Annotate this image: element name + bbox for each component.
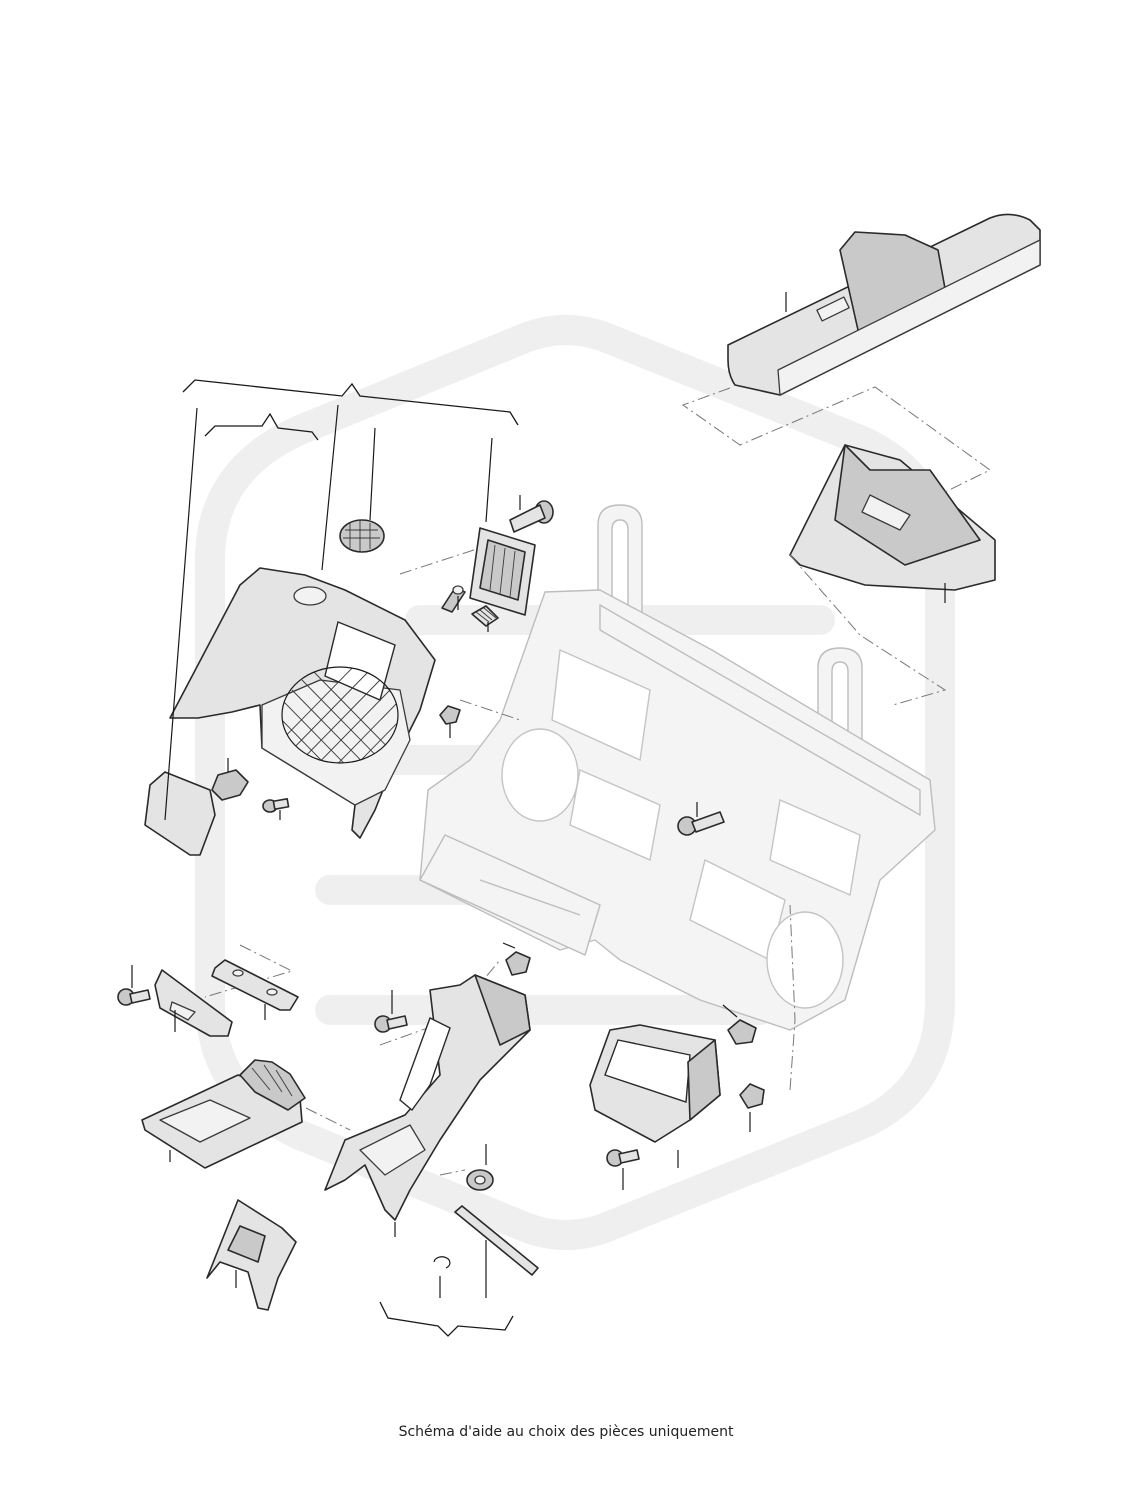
top-bolt[interactable] (509, 500, 554, 533)
pivot-washer[interactable] (466, 1169, 494, 1191)
rear-side-trim-panel[interactable] (169, 567, 436, 839)
assembly-group-bracket-top (164, 379, 519, 821)
duct-clip[interactable] (739, 1083, 765, 1109)
console-screw[interactable] (374, 1015, 408, 1033)
air-duct-box[interactable] (589, 1024, 721, 1143)
assembly-group-bracket-sub (204, 412, 319, 441)
floor-insert[interactable] (141, 1059, 306, 1169)
panel-screw[interactable] (262, 798, 290, 813)
retaining-clip[interactable] (211, 769, 249, 801)
duct-screw[interactable] (606, 1149, 640, 1167)
clip-nut-upper[interactable] (439, 705, 461, 725)
seat-frame-ghost (419, 504, 936, 1031)
speaker-grille-cap[interactable] (339, 519, 385, 553)
circlip[interactable] (433, 1256, 451, 1269)
mounting-bracket[interactable] (154, 969, 233, 1037)
flat-pad[interactable] (211, 959, 299, 1011)
cover-plate[interactable] (144, 771, 216, 856)
assembly-group-bracket-bottom (379, 1301, 514, 1337)
center-console-housing[interactable] (324, 974, 531, 1221)
bracket-screw[interactable] (117, 988, 151, 1006)
clip-nut-left[interactable] (505, 951, 531, 976)
side-trim-cover[interactable] (789, 444, 996, 591)
spring-clip[interactable] (441, 585, 466, 613)
diagram-caption: Schéma d'aide au choix des pièces unique… (398, 1424, 734, 1440)
spring[interactable] (471, 605, 499, 627)
vent-grille[interactable] (469, 527, 536, 616)
frame-bolt[interactable] (677, 811, 725, 836)
lower-trim-cap[interactable] (206, 1199, 297, 1311)
assembly-lines (204, 386, 991, 1176)
pivot-rod[interactable] (454, 1205, 539, 1276)
clip-nut-right[interactable] (727, 1019, 757, 1045)
upper-trim-panel[interactable] (727, 213, 1041, 396)
